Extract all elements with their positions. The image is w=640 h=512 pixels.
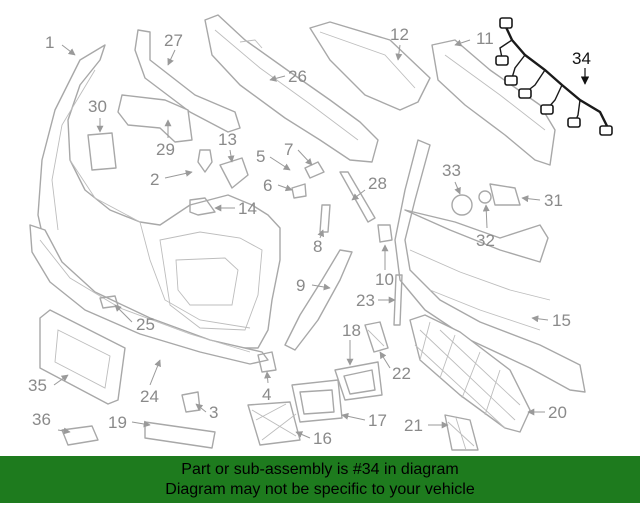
callout-22: 22 xyxy=(392,364,411,383)
upper-shield-part xyxy=(309,21,431,111)
callout-14: 14 xyxy=(238,199,257,218)
callout-34: 34 xyxy=(572,49,591,68)
callout-2: 2 xyxy=(150,170,159,189)
callout-4: 4 xyxy=(262,385,271,404)
callout-12: 12 xyxy=(390,25,409,44)
module-30-part xyxy=(87,132,117,171)
energy-absorber-part xyxy=(431,39,556,166)
callout-16: 16 xyxy=(313,429,332,448)
callout-5: 5 xyxy=(256,147,265,166)
callout-31: 31 xyxy=(544,191,563,210)
callout-25: 25 xyxy=(136,315,155,334)
callout-15: 15 xyxy=(552,311,571,330)
callout-29: 29 xyxy=(156,140,175,159)
banner-line-1: Part or sub-assembly is #34 in diagram xyxy=(181,461,459,478)
callout-33: 33 xyxy=(442,161,461,180)
callout-36: 36 xyxy=(32,410,51,429)
callout-27: 27 xyxy=(164,31,183,50)
license-plate-bracket-part xyxy=(39,309,126,405)
wiring-harness-part xyxy=(495,17,613,136)
callout-10: 10 xyxy=(375,270,394,289)
side-bracket-9-part xyxy=(284,249,353,351)
mesh-grille-part xyxy=(409,314,531,433)
info-banner: Part or sub-assembly is #34 in diagram D… xyxy=(0,456,640,503)
fog-grille-16-part xyxy=(247,401,301,446)
callout-35: 35 xyxy=(28,376,47,395)
callout-13: 13 xyxy=(218,130,237,149)
callout-21: 21 xyxy=(404,416,423,435)
callout-leaders xyxy=(53,39,590,439)
callout-23: 23 xyxy=(356,291,375,310)
bracket-29-part xyxy=(117,94,193,143)
bumper-cover-part xyxy=(37,44,281,349)
callout-8: 8 xyxy=(313,237,322,256)
trim-19-part xyxy=(144,421,216,449)
callout-9: 9 xyxy=(296,276,305,295)
grille-insert-21-part xyxy=(444,414,479,451)
callout-7: 7 xyxy=(284,140,293,159)
fog-bezel-18-part xyxy=(334,361,383,401)
callout-26: 26 xyxy=(288,67,307,86)
fog-bezel-17-part xyxy=(291,379,343,423)
small-fasteners xyxy=(61,149,521,446)
callout-11: 11 xyxy=(476,29,494,48)
callout-3: 3 xyxy=(209,403,218,422)
callout-numbers: 1 2 3 4 5 6 7 8 9 10 11 12 13 14 15 16 1… xyxy=(28,25,591,448)
callout-24: 24 xyxy=(140,387,159,406)
callout-32: 32 xyxy=(476,231,495,250)
impact-bar-part xyxy=(204,14,379,163)
grille-insert-22-part xyxy=(364,321,389,353)
callout-30: 30 xyxy=(88,97,107,116)
callout-18: 18 xyxy=(342,321,361,340)
callout-6: 6 xyxy=(263,176,272,195)
exploded-parts-diagram: 1 2 3 4 5 6 7 8 9 10 11 12 13 14 15 16 1… xyxy=(28,14,613,451)
bracket-27-part xyxy=(134,29,241,133)
banner-line-2: Diagram may not be specific to your vehi… xyxy=(165,481,475,498)
callout-1: 1 xyxy=(45,33,54,52)
callout-17: 17 xyxy=(368,411,387,430)
callout-28: 28 xyxy=(368,174,387,193)
callout-19: 19 xyxy=(108,413,127,432)
grille-frame-part xyxy=(394,139,586,393)
callout-20: 20 xyxy=(548,403,567,422)
